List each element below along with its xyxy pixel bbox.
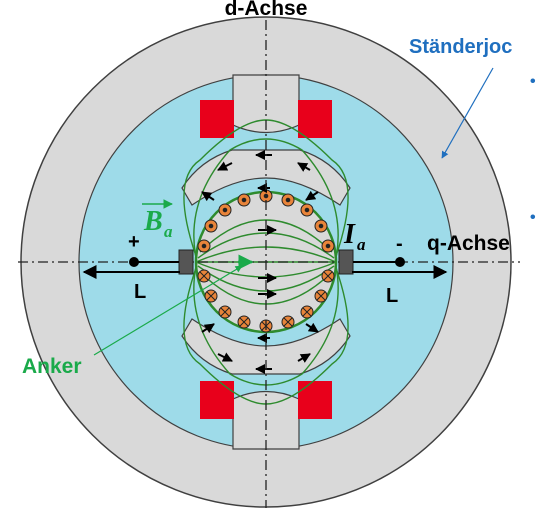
d-axis-label: d-Achse — [225, 0, 308, 20]
current-symbol: I — [343, 219, 356, 250]
inductance-left-label: L — [134, 281, 146, 303]
conductor-out-icon — [321, 239, 335, 253]
field-direction-arrows — [201, 150, 319, 374]
bullet-1: • — [530, 73, 536, 90]
minus-label: - — [396, 233, 403, 255]
conductor-out-icon — [281, 193, 295, 207]
conductor-in-icon — [237, 315, 251, 329]
conductor-out-icon — [218, 203, 232, 217]
conductor-in-icon — [204, 289, 218, 303]
q-axis-label: q-Achse — [427, 232, 510, 255]
brush-right — [338, 249, 354, 275]
current-label: I a — [343, 219, 366, 254]
stator-yoke-label: Ständerjoc — [409, 36, 512, 58]
field-subscript: a — [164, 222, 173, 241]
conductor-in-icon — [300, 305, 314, 319]
conductor-out-icon — [300, 203, 314, 217]
armature-pointer — [93, 265, 243, 356]
current-subscript: a — [357, 235, 366, 254]
terminal-minus — [395, 257, 405, 267]
field-vector-label: B a — [142, 199, 173, 241]
conductor-in-icon — [197, 269, 211, 283]
winding-bottom-left — [200, 381, 234, 419]
terminal-plus — [129, 257, 139, 267]
inductance-right-label: L — [386, 285, 398, 307]
conductors-in — [197, 269, 335, 333]
conductor-out-icon — [314, 219, 328, 233]
plus-label: + — [128, 231, 140, 253]
field-windings — [200, 100, 332, 419]
conductor-in-icon — [314, 289, 328, 303]
conductor-out-icon — [204, 219, 218, 233]
conductor-out-icon — [197, 239, 211, 253]
field-symbol: B — [143, 206, 163, 237]
bullet-2: • — [530, 209, 536, 226]
winding-top-left — [200, 100, 234, 138]
conductor-in-icon — [281, 315, 295, 329]
conductor-out-icon — [237, 193, 251, 207]
yoke-pointer — [441, 67, 494, 159]
conductor-in-icon — [218, 305, 232, 319]
armature-label: Anker — [22, 355, 82, 378]
brush-left — [178, 249, 194, 275]
conductor-in-icon — [321, 269, 335, 283]
winding-bottom-right — [298, 381, 332, 419]
winding-top-right — [298, 100, 332, 138]
